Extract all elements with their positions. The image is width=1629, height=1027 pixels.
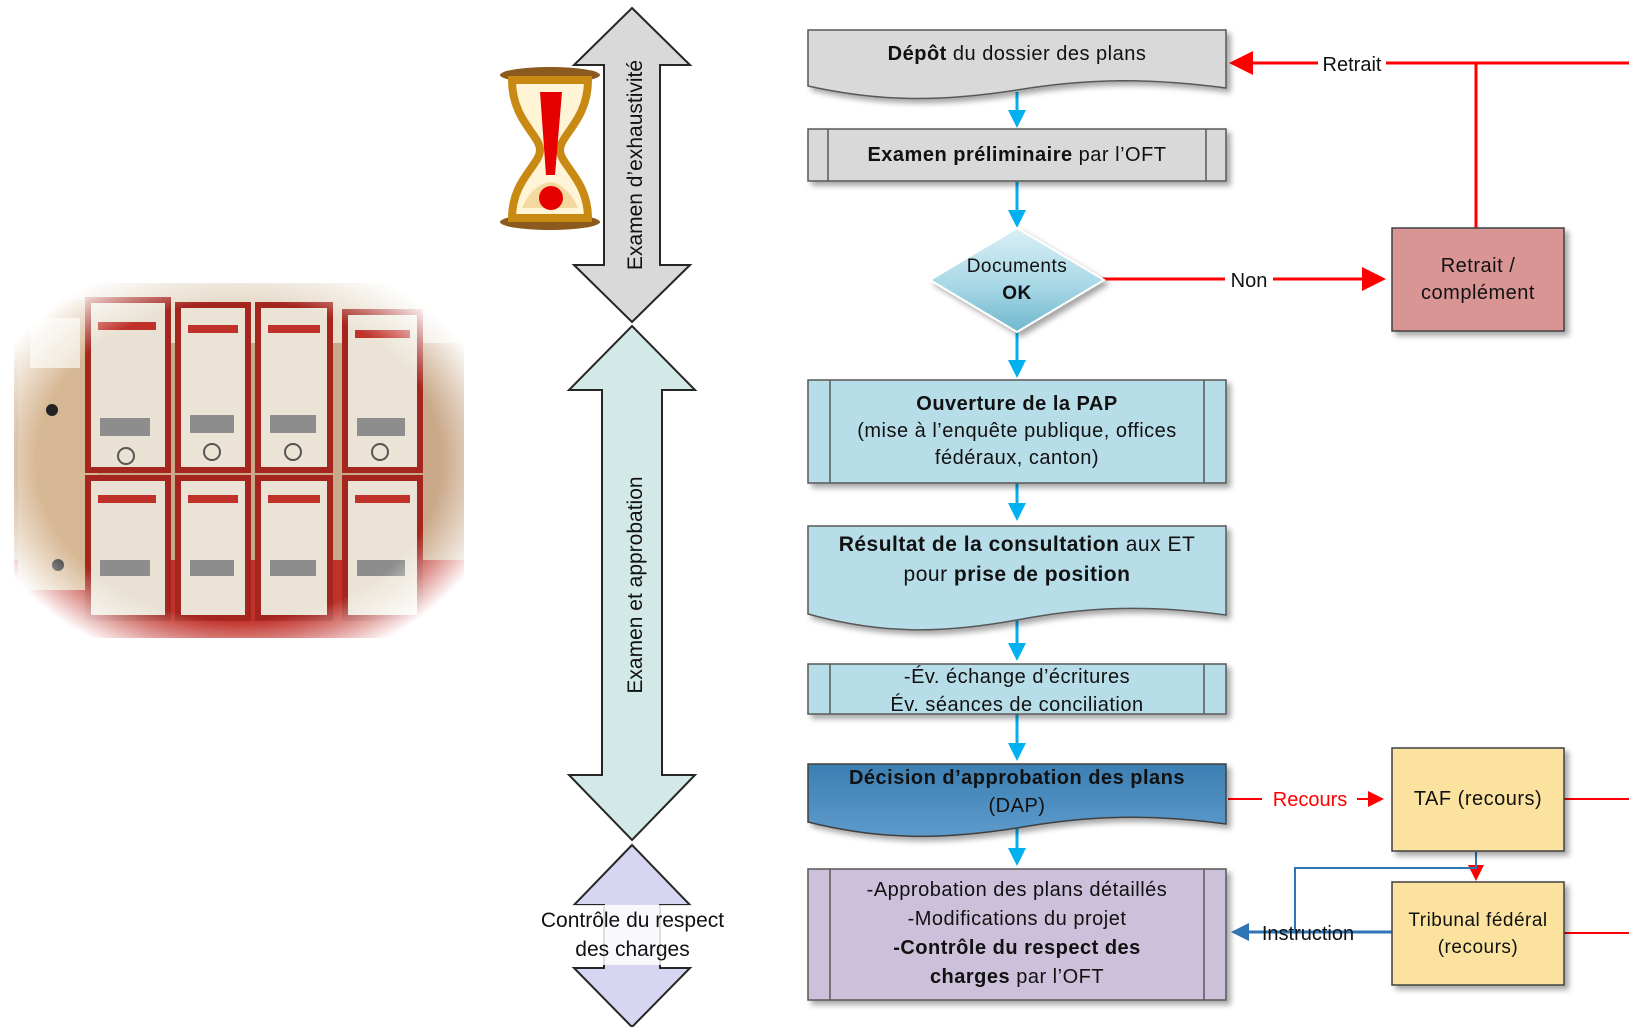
- node-resultat: Résultat de la consultation aux ET pour …: [808, 530, 1226, 590]
- node-decision-line1: Décision d’approbation des plans: [848, 767, 1186, 789]
- node-taf-shape: [1391, 747, 1565, 852]
- edge-label-non: Non: [1231, 270, 1268, 292]
- node-tribunal-line1: Tribunal fédéral: [1408, 909, 1548, 931]
- node-examen-rest: par l’OFT: [1072, 143, 1167, 166]
- node-documents-ok: Documents OK: [930, 252, 1104, 308]
- node-decision: Décision d’approbation des plans (DAP): [808, 764, 1226, 820]
- node-examen-bold: Examen préliminaire: [867, 143, 1073, 166]
- node-examen-prelim: Examen préliminaire par l’OFT: [808, 129, 1226, 181]
- node-documents-line2: OK: [1002, 283, 1032, 304]
- node-retrait-line2: complément: [1421, 281, 1535, 304]
- node-ouverture-line2: (mise à l’enquête publique, offices: [857, 420, 1177, 442]
- phase-arrow-controle: [520, 843, 745, 1027]
- phase-label-controle: Contrôle du respect des charges: [540, 909, 725, 961]
- node-ouverture-pap: Ouverture de la PAP (mise à l’enquête pu…: [808, 380, 1226, 483]
- node-resultat-rest: aux ET: [1119, 533, 1196, 556]
- node-ouverture-shape: [807, 379, 1227, 484]
- node-approbation-line4a: charges: [929, 966, 1011, 988]
- node-documents-ok-shape: [928, 226, 1106, 334]
- node-decision-line2: (DAP): [988, 795, 1046, 817]
- node-tribunal: Tribunal fédéral (recours): [1392, 882, 1564, 985]
- node-approbation-line2: -Modifications du projet: [907, 908, 1127, 930]
- node-depot-bold: Dépôt: [887, 42, 947, 65]
- hourglass-warning-icon: [500, 67, 600, 230]
- node-retrait-complement: Retrait / complément: [1392, 228, 1564, 331]
- node-retrait-line1: Retrait /: [1440, 254, 1516, 277]
- node-resultat-bold: Résultat de la consultation: [838, 533, 1120, 556]
- phase-arrow-approbation: [566, 324, 698, 842]
- node-depot-rest: du dossier des plans: [946, 42, 1147, 65]
- node-taf-line1: TAF (recours): [1413, 788, 1543, 810]
- node-examen-prelim-shape: [807, 128, 1227, 182]
- connectors: [1008, 51, 1629, 941]
- node-echange: -Év. échange d’écritures Év. séances de …: [808, 664, 1226, 718]
- edge-label-recours: Recours: [1273, 789, 1347, 811]
- node-resultat-shape: [807, 525, 1227, 631]
- node-ouverture-line3: fédéraux, canton): [934, 447, 1100, 469]
- node-approbation-line3: -Contrôle du respect des: [893, 937, 1141, 959]
- node-tribunal-line2: (recours): [1437, 936, 1519, 958]
- node-taf: TAF (recours): [1392, 748, 1564, 851]
- node-retrait-shape: [1391, 227, 1565, 332]
- edge-label-retrait: Retrait: [1323, 54, 1382, 76]
- node-documents-line1: Documents: [966, 256, 1068, 277]
- node-approbation-line1: -Approbation des plans détaillés: [866, 879, 1168, 901]
- archive-boxes-photo: [14, 283, 464, 638]
- edge-label-instruction: Instruction: [1262, 923, 1354, 945]
- node-tribunal-shape: [1391, 881, 1565, 986]
- node-echange-line1: -Év. échange d’écritures: [903, 666, 1131, 688]
- node-resultat-line2b: prise de position: [953, 563, 1131, 586]
- node-depot: Dépôt du dossier des plans: [808, 34, 1226, 74]
- node-depot-shape: [807, 29, 1227, 100]
- phase-arrow-exhaustivite: [571, 6, 693, 324]
- node-approbation-shape: [807, 868, 1227, 1001]
- node-ouverture-line1: Ouverture de la PAP: [916, 393, 1118, 415]
- phase-label-approbation: Examen et approbation: [624, 476, 647, 693]
- phase-label-exhaustivite: Examen d’exhaustivité: [624, 60, 647, 270]
- node-echange-shape: [807, 663, 1227, 715]
- node-approbation: -Approbation des plans détaillés -Modifi…: [808, 872, 1226, 996]
- node-resultat-line2a: pour: [903, 563, 954, 586]
- node-decision-shape: [807, 763, 1227, 838]
- node-approbation-line4b: par l’OFT: [1010, 966, 1105, 988]
- node-echange-line2: Év. séances de conciliation: [890, 694, 1144, 716]
